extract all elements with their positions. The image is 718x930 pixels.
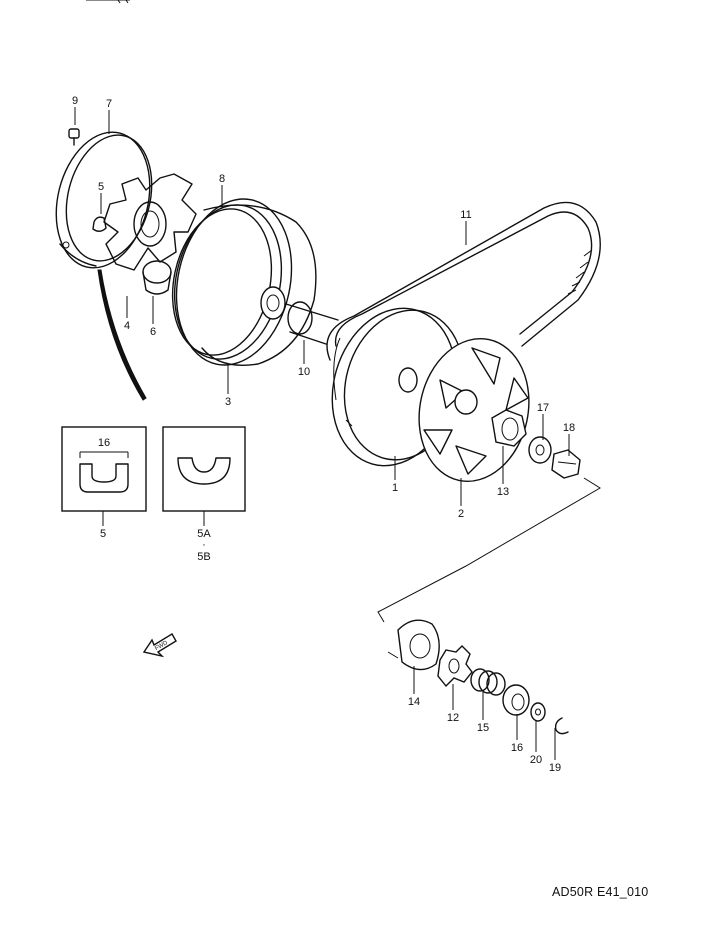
v-belt-11 [326, 201, 601, 361]
inset-label-5a: 5A [197, 528, 211, 540]
callout-11: 11 [460, 209, 471, 221]
callout-3: 3 [225, 396, 231, 408]
inset-label-5b: 5B [197, 551, 210, 563]
slide-piece-6 [142, 260, 172, 295]
clutch-nut-13 [491, 409, 527, 447]
cover-plate-7 [55, 131, 153, 269]
inset-box-roller-variant [162, 426, 246, 512]
nut-18 [551, 449, 581, 479]
callout-18: 18 [563, 422, 575, 434]
callout-labels: 9 7 5 8 11 4 6 10 3 1 2 17 18 13 16 5 5A… [72, 95, 575, 774]
clutch-housing-14 [387, 619, 440, 671]
ramp-plate-4 [103, 173, 197, 271]
circlip-19 [554, 717, 569, 735]
callout-14: 14 [408, 696, 420, 708]
callout-1: 1 [392, 482, 398, 494]
callout-13: 13 [497, 486, 509, 498]
callout-5: 5 [98, 181, 104, 193]
callout-6: 6 [150, 326, 156, 338]
callout-8: 8 [219, 173, 225, 185]
cropped-header-fragment [86, 0, 130, 4]
washer-20 [530, 702, 546, 722]
wire-line [97, 269, 147, 401]
callout-9: 9 [72, 95, 78, 107]
callout-15: 15 [477, 722, 489, 734]
callout-10: 10 [298, 366, 310, 378]
leader-lines [74, 107, 570, 760]
callout-7: 7 [106, 98, 112, 110]
callout-17: 17 [537, 402, 549, 414]
callout-2: 2 [458, 508, 464, 520]
clutch-fan-2 [418, 337, 530, 483]
washer-17 [528, 436, 552, 464]
inset-label-5: 5 [100, 528, 106, 540]
shaft-10 [285, 301, 339, 345]
callout-16: 16 [511, 742, 523, 754]
bearing-16 [502, 684, 530, 716]
callout-4: 4 [124, 320, 130, 332]
roller-5 [92, 216, 107, 232]
callout-12: 12 [447, 712, 459, 724]
spring-15 [470, 668, 506, 696]
inset-box-roller [61, 426, 147, 512]
bolt-9 [68, 128, 80, 146]
exploded-view-bracket [377, 477, 601, 623]
gear-12 [437, 645, 473, 688]
drive-pulley-3 [201, 204, 317, 366]
callout-20: 20 [530, 754, 542, 766]
diagram-reference-code: AD50R E41_010 [552, 885, 648, 899]
inset-label-dot: · [202, 539, 206, 551]
fwd-direction-arrow: FWD [142, 633, 177, 658]
movable-drive-face-8 [171, 198, 293, 366]
callout-19: 19 [549, 762, 561, 774]
inset-dimension-16: 16 [98, 437, 110, 449]
